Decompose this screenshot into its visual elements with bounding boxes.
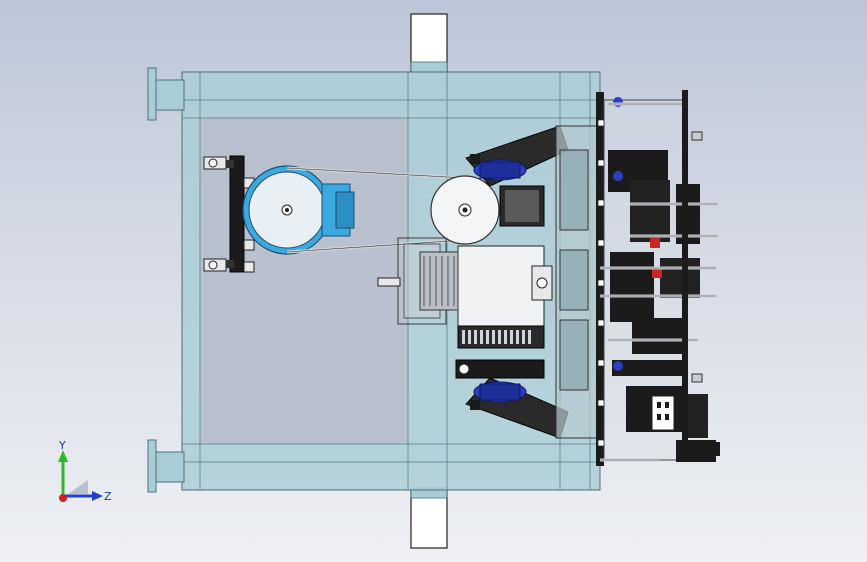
y-axis-arrow [58, 450, 68, 462]
left-flange-top[interactable] [147, 67, 185, 121]
y-axis-label: Y [58, 440, 66, 452]
triad-shadow [68, 480, 88, 494]
orientation-triad[interactable]: Y Z [48, 440, 118, 510]
bottom-mount-block[interactable] [410, 487, 448, 549]
panel-bolts [597, 119, 605, 447]
upper-arm[interactable] [465, 125, 569, 187]
z-axis-arrow [92, 491, 103, 501]
top-mount-block[interactable] [410, 13, 448, 73]
shaft-housing[interactable] [377, 237, 459, 325]
driven-pulley[interactable] [430, 175, 500, 245]
left-pulley-bracket[interactable] [203, 155, 255, 273]
left-flange-bottom[interactable] [147, 439, 185, 493]
drive-belt [286, 166, 466, 254]
large-drive-pulley[interactable] [242, 165, 332, 255]
x-axis-origin [59, 494, 67, 502]
gearbox-block[interactable] [457, 185, 545, 349]
motor-housing[interactable] [321, 183, 355, 237]
z-axis-label: Z [104, 490, 112, 503]
lower-arm[interactable] [455, 359, 569, 439]
right-mechanism-panel[interactable] [531, 90, 720, 466]
